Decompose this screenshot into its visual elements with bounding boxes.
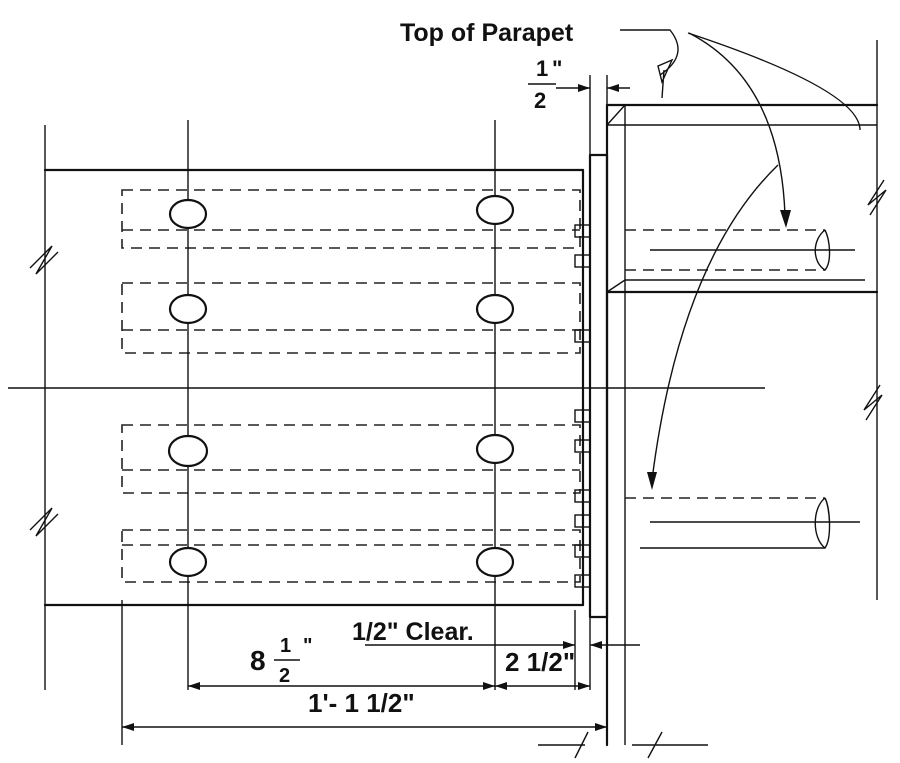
rail-slot-1 bbox=[121, 189, 581, 249]
half-inch-clear-dimension: 1/2" Clear. bbox=[352, 610, 640, 690]
bolt-hole bbox=[475, 546, 515, 578]
eight-half-denominator: 2 bbox=[279, 665, 290, 687]
bolt-hole bbox=[167, 434, 209, 468]
rail-slot-4 bbox=[121, 529, 581, 583]
bottom-rail-pipe bbox=[625, 497, 860, 550]
parapet-wall bbox=[538, 40, 887, 759]
rail-slot-3 bbox=[121, 424, 581, 494]
bolt-hole bbox=[475, 293, 515, 325]
one-foot-dimension: 1'- 1 1/2" bbox=[121, 600, 607, 745]
eight-half-numerator: 1 bbox=[280, 635, 291, 657]
bolt-hole bbox=[168, 293, 208, 325]
two-half-dimension: 2 1/2" bbox=[495, 647, 590, 690]
top-of-parapet-label: Top of Parapet bbox=[400, 19, 574, 47]
half-inch-mark: " bbox=[552, 56, 562, 81]
top-rail-pipe bbox=[625, 229, 855, 271]
bolt-hole bbox=[168, 546, 208, 578]
eight-half-whole: 8 bbox=[250, 645, 266, 676]
top-of-parapet-callout: Top of Parapet bbox=[400, 19, 861, 490]
eight-half-mark: " bbox=[303, 635, 312, 657]
bolt-hole bbox=[168, 198, 208, 230]
eight-half-dimension: 8 1 2 " bbox=[188, 635, 495, 690]
half-inch-numerator: 1 bbox=[536, 56, 548, 81]
rail-slot-2 bbox=[121, 282, 581, 354]
two-half-label: 2 1/2" bbox=[505, 647, 575, 677]
bolt-hole bbox=[475, 194, 515, 226]
half-inch-top-dimension: 1 2 " bbox=[528, 56, 630, 155]
clear-label: 1/2" Clear. bbox=[352, 618, 474, 646]
base-plate bbox=[588, 153, 609, 619]
bolt-hole bbox=[475, 433, 515, 465]
half-inch-denominator: 2 bbox=[534, 88, 546, 113]
bolt-holes bbox=[167, 194, 515, 578]
one-foot-label: 1'- 1 1/2" bbox=[308, 688, 415, 718]
